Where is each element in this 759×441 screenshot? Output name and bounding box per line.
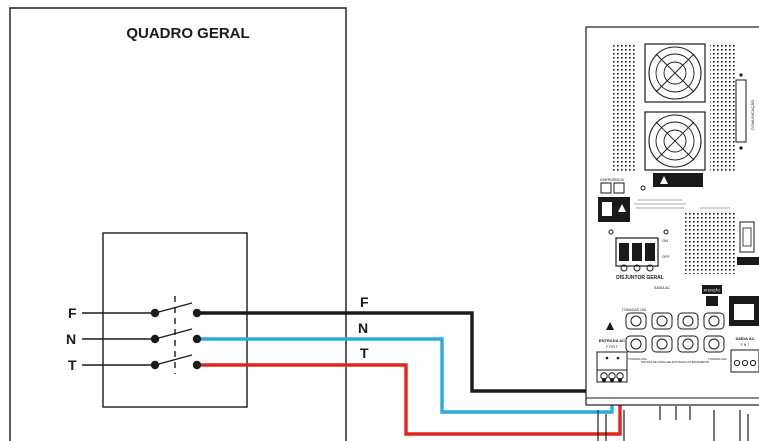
ups-rear-panel: COMUNICAÇÃO EMERGÊNCIA	[585, 26, 759, 441]
breaker-label: DISJUNTOR GERAL	[616, 275, 664, 281]
attention-plate	[598, 197, 630, 222]
fan-top	[644, 43, 706, 103]
outlet	[703, 312, 725, 330]
vent-grill-right	[710, 44, 736, 172]
switch-input-lines	[82, 312, 155, 366]
attention-label: ATENÇÃO	[704, 288, 721, 293]
main-breaker: ON OFF DISJUNTOR GERAL	[608, 229, 671, 281]
wire-terminal-dots	[602, 378, 622, 382]
outlet	[625, 312, 647, 330]
emergency-connector: EMERGÊNCIA	[600, 177, 646, 194]
outlet-tag-right: TOMADA 20A	[708, 357, 727, 361]
side-switch	[737, 221, 759, 265]
wire-ground	[201, 363, 622, 436]
warning-label	[653, 173, 703, 187]
outlet-tag-left: TOMADA 20A	[628, 357, 647, 361]
outlet	[677, 312, 699, 330]
wire-phase	[201, 311, 606, 393]
output-terms: F N T	[741, 343, 751, 347]
outlet-row	[625, 312, 725, 353]
communication-port: COMUNICAÇÃO	[735, 73, 755, 150]
wire-label-ground: T	[360, 345, 369, 361]
text-block-lines	[634, 199, 730, 209]
outlet	[651, 312, 673, 330]
outlet	[651, 335, 673, 353]
wire-label-phase: F	[360, 294, 369, 310]
wire-label-neutral: N	[358, 320, 368, 336]
output-label: SAÍDA AC	[735, 336, 754, 341]
vent-grill-lower	[685, 212, 735, 274]
switch-output-contacts	[192, 308, 202, 370]
output-select-label: TENSÃO DE SAÍDA SELECIONADA INTERNAMENTE	[641, 359, 710, 364]
fan-bottom	[644, 111, 706, 171]
input-label: ENTRADA AC	[599, 338, 625, 343]
breaker-on: ON	[662, 238, 668, 243]
quadro-geral-panel: QUADRO GERAL	[9, 7, 347, 441]
switch-label-neutral: N	[66, 331, 76, 347]
outlets-sub-label: SAÍDA AC	[654, 286, 670, 290]
outlet	[625, 335, 647, 353]
output-terminal-block: SAÍDA AC F N T	[729, 296, 759, 373]
comm-label: COMUNICAÇÃO	[750, 100, 755, 130]
outlet	[677, 335, 699, 353]
attention-tag: ATENÇÃO	[702, 285, 722, 306]
switch-blades	[154, 296, 193, 374]
panel-title: QUADRO GERAL	[126, 25, 249, 42]
vent-grill-left	[611, 44, 637, 172]
input-terms: F F/N T	[606, 345, 619, 349]
switch-label-phase: F	[68, 305, 77, 321]
switch-label-ground: T	[68, 357, 77, 373]
emergency-label: EMERGÊNCIA	[600, 177, 624, 182]
outlet	[703, 335, 725, 353]
breaker-off: OFF	[662, 254, 671, 259]
ups-feet	[597, 406, 749, 441]
outlets-label: TOMADAS 15A	[622, 308, 647, 312]
